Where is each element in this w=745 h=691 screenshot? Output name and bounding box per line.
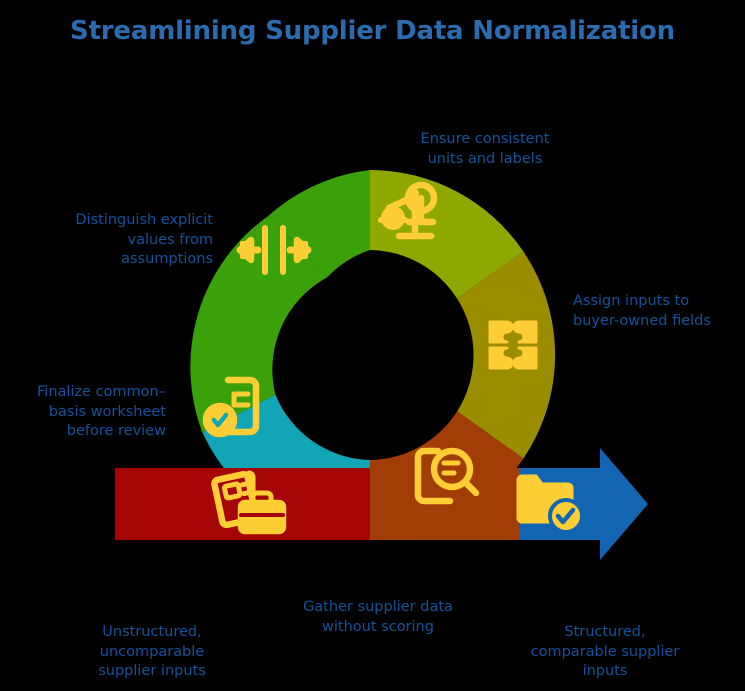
checked-folder-icon bbox=[516, 474, 584, 534]
document-search-icon bbox=[414, 447, 480, 505]
segment-distinguish-values[interactable] bbox=[190, 215, 328, 433]
label-distinguish-values: Distinguish explicit values from assumpt… bbox=[75, 212, 213, 268]
segment-gather-data[interactable] bbox=[370, 411, 524, 540]
puzzle-pieces-icon bbox=[488, 320, 538, 370]
label-structured-inputs: Structured, comparable supplier inputs bbox=[530, 624, 680, 680]
label-unstructured-inputs: Unstructured, uncomparable supplier inpu… bbox=[98, 624, 206, 680]
label-finalize-worksheet: Finalize common– basis worksheet before … bbox=[37, 384, 166, 440]
scale-balance-icon bbox=[378, 181, 438, 240]
checked-document-icon bbox=[202, 376, 260, 438]
documents-toolbox-icon bbox=[211, 470, 287, 535]
segment-assign-inputs[interactable] bbox=[457, 251, 556, 459]
label-gather-data: Gather supplier data without scoring bbox=[303, 599, 453, 635]
label-ensure-units: Ensure consistent units and labels bbox=[420, 131, 550, 167]
label-assign-inputs: Assign inputs to buyer-owned fields bbox=[573, 293, 711, 329]
split-arrows-icon bbox=[236, 225, 312, 275]
segment-distinguish-values-top[interactable] bbox=[268, 170, 370, 278]
page-title: Streamlining Supplier Data Normalization bbox=[70, 16, 675, 46]
icon-layer bbox=[202, 181, 584, 535]
